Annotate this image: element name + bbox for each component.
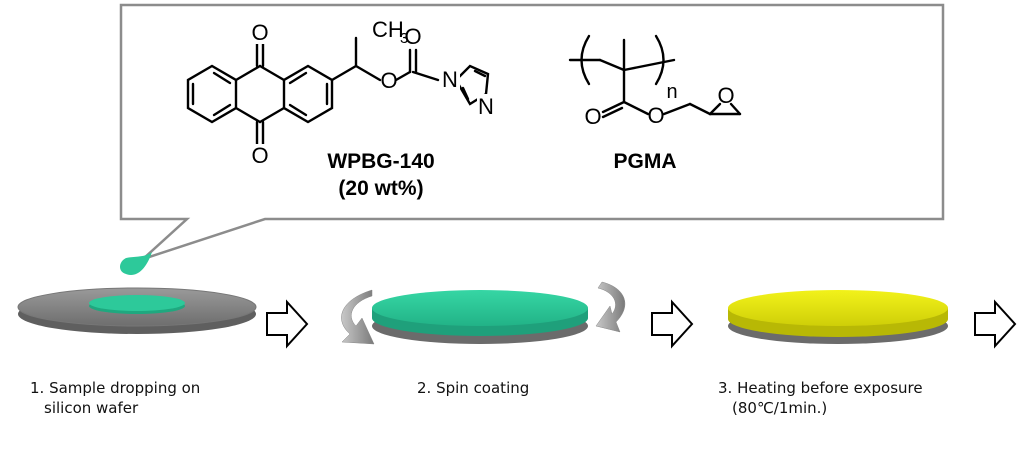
step-1-caption: 1. Sample dropping on silicon wafer xyxy=(30,378,200,418)
wpbg-140-label: WPBG-140 (20 wt%) xyxy=(296,148,466,202)
wpbg-140-amount: (20 wt%) xyxy=(338,177,424,200)
step-1-line-1: 1. Sample dropping on xyxy=(30,379,201,397)
atom-o-carbonyl: O xyxy=(404,24,421,49)
rotation-arrow-right xyxy=(595,281,626,333)
repeat-unit-n: n xyxy=(666,81,677,103)
step-1-line-2: silicon wafer xyxy=(44,399,139,417)
coating-layer-yellow xyxy=(728,290,948,326)
atom-n1: N xyxy=(442,67,458,92)
step-3-caption: 3. Heating before exposure (80℃/1min.) xyxy=(718,378,923,418)
step-3-line-2: (80℃/1min.) xyxy=(732,399,828,417)
step-2-line-1: 2. Spin coating xyxy=(417,379,530,397)
wafer-step-1 xyxy=(17,287,257,334)
atom-o-carbonyl: O xyxy=(584,104,601,129)
atom-o-epoxide: O xyxy=(717,83,734,108)
process-arrow-2 xyxy=(651,299,694,349)
process-arrow-3 xyxy=(974,299,1017,349)
coating-layer-teal xyxy=(372,290,588,326)
step-2-caption: 2. Spin coating xyxy=(417,378,529,398)
pgma-label: PGMA xyxy=(590,148,700,175)
atom-ch3: CH xyxy=(372,17,404,42)
pgma-name: PGMA xyxy=(613,150,677,173)
process-arrow-1 xyxy=(266,299,309,349)
rotation-arrow-left xyxy=(341,289,375,345)
wpbg-140-atoms: O O CH 3 O O N N xyxy=(250,17,495,168)
wafer-step-3 xyxy=(728,290,948,344)
callout-box xyxy=(119,3,945,261)
pgma-atoms: n O O O xyxy=(584,81,734,129)
atom-ch3-subscript: 3 xyxy=(400,30,408,47)
wpbg-140-structure xyxy=(186,36,490,146)
droplet xyxy=(120,252,152,276)
step-3-line-1: 3. Heating before exposure xyxy=(718,379,923,397)
wafer-step-2 xyxy=(372,290,588,344)
atom-o-bottom: O xyxy=(251,143,268,168)
atom-o-top: O xyxy=(251,20,268,45)
atom-o-ester: O xyxy=(380,68,397,93)
pgma-structure xyxy=(568,34,742,119)
wpbg-140-name: WPBG-140 xyxy=(327,150,435,173)
atom-o-ester: O xyxy=(647,103,664,128)
atom-n2: N xyxy=(478,94,494,119)
